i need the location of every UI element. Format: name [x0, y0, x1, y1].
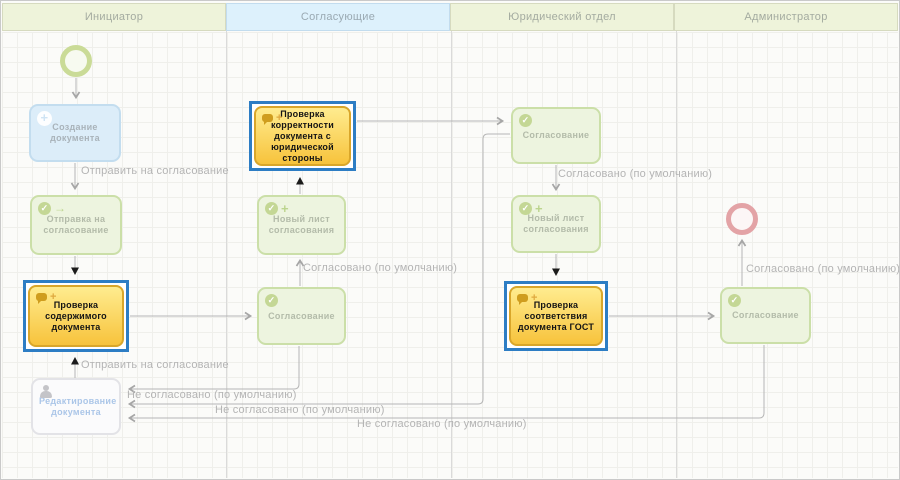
plus-icon: + [50, 291, 57, 303]
edge-label-approved: Согласовано (по умолчанию) [558, 168, 713, 180]
task-approval-admin[interactable]: ✓ Согласование [720, 287, 811, 344]
check-icon: ✓ [38, 202, 51, 215]
check-icon: ✓ [265, 202, 278, 215]
check-icon: ✓ [519, 202, 532, 215]
lane-legal-department[interactable]: Юридический отдел [450, 3, 674, 31]
script-icon [517, 294, 528, 305]
task-approval-coordinators[interactable]: ✓ Согласование [257, 287, 346, 345]
lane-initiator[interactable]: Инициатор [2, 3, 226, 31]
send-arrow-icon: → [54, 201, 67, 215]
lane-separator [226, 31, 227, 478]
plus-icon: + [37, 111, 52, 126]
check-icon: ✓ [519, 114, 532, 127]
plus-icon: + [276, 112, 283, 124]
task-check-legal-correctness-selected[interactable]: + Проверка корректности документа с юрид… [249, 101, 356, 171]
lane-coordinators[interactable]: Согласующие [226, 3, 450, 31]
lane-header-row: Инициатор Согласующие Юридический отдел … [2, 3, 898, 31]
edge-label-approved: Согласовано (по умолчанию) [303, 262, 458, 274]
edge-label-send: Отправить на согласование [81, 165, 229, 177]
lane-administrator[interactable]: Администратор [674, 3, 898, 31]
task-new-approval-sheet-legal[interactable]: ✓+ Новый лист согласования [511, 195, 601, 253]
plus-icon: + [531, 292, 538, 304]
task-new-approval-sheet[interactable]: ✓+ Новый лист согласования [257, 195, 346, 255]
edge-label-not-approved: Не согласовано (по умолчанию) [215, 404, 385, 416]
task-send-for-approval[interactable]: ✓→ Отправка на согласование [30, 195, 122, 255]
task-edit-document[interactable]: Редактирование документа [31, 378, 121, 435]
person-icon [39, 385, 52, 398]
script-icon [262, 114, 273, 125]
check-icon: ✓ [265, 294, 278, 307]
edge-label-approved: Согласовано (по умолчанию) [746, 263, 900, 275]
plus-icon: + [535, 201, 543, 216]
end-event[interactable] [726, 203, 758, 235]
plus-icon: + [281, 201, 289, 216]
edge-label-not-approved: Не согласовано (по умолчанию) [127, 389, 297, 401]
script-icon [36, 293, 47, 304]
task-check-content-selected[interactable]: + Проверка содержимого документа [23, 280, 129, 352]
start-event[interactable] [60, 45, 92, 77]
task-create-document[interactable]: + Создание документа [29, 104, 121, 162]
task-check-gost-selected[interactable]: + Проверка соответствия документа ГОСТ [504, 281, 608, 351]
check-icon: ✓ [728, 294, 741, 307]
edge-label-not-approved: Не согласовано (по умолчанию) [357, 418, 527, 430]
edge-label-send: Отправить на согласование [81, 359, 229, 371]
task-approval-legal[interactable]: ✓ Согласование [511, 107, 601, 164]
lane-separator [676, 31, 677, 478]
lane-separator [451, 31, 452, 478]
